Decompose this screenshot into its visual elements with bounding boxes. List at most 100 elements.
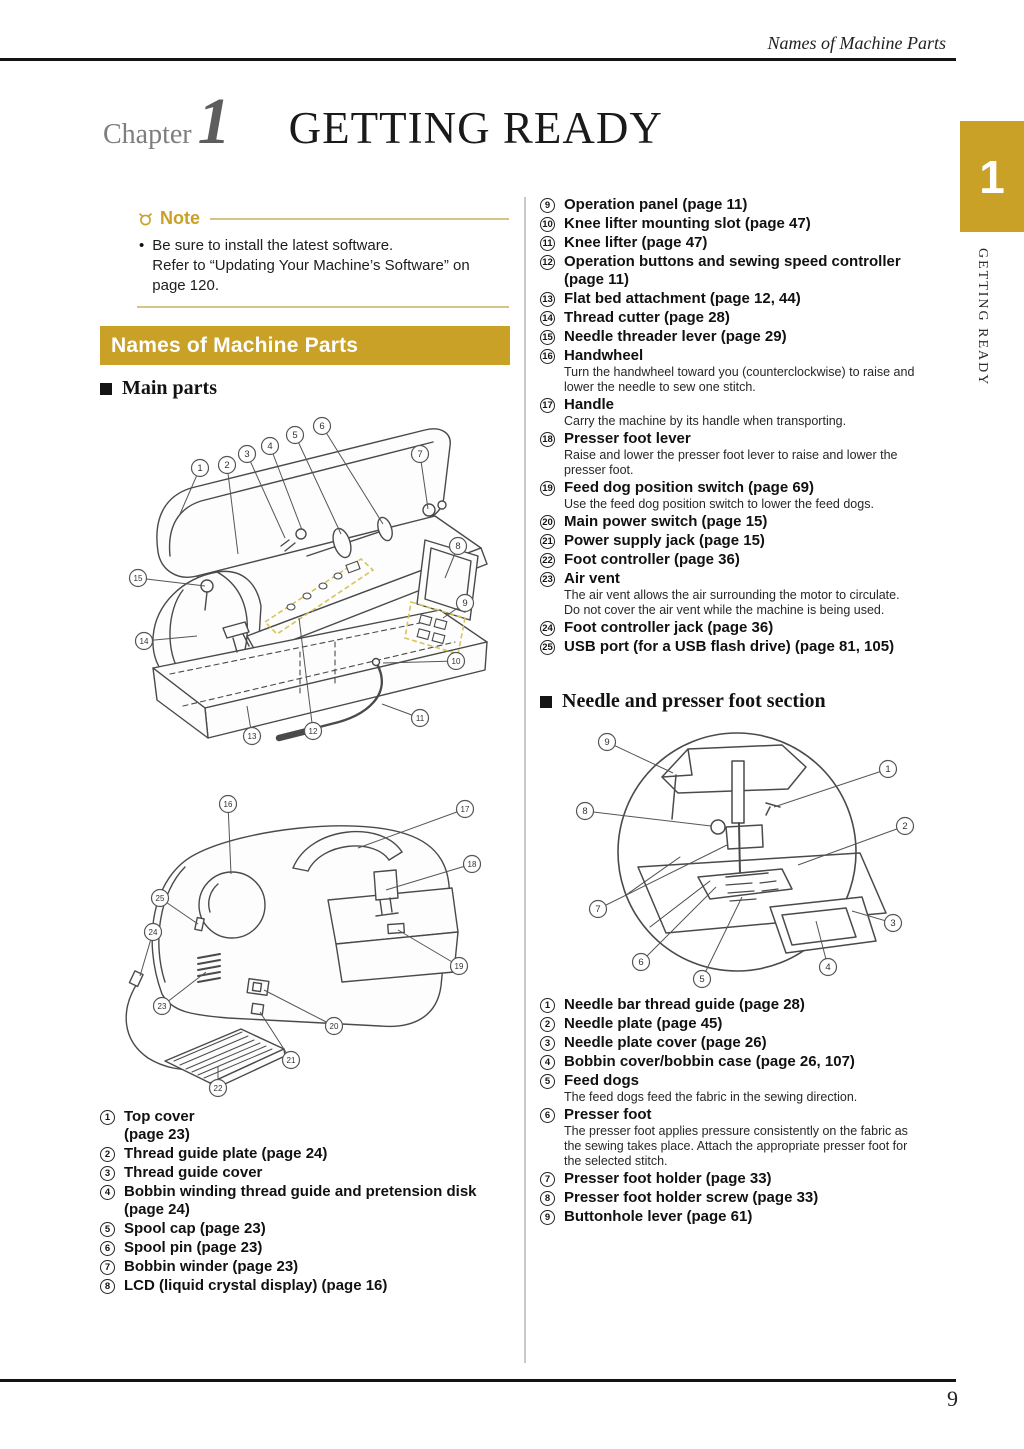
section-banner: Names of Machine Parts (100, 326, 510, 365)
part-description: Turn the handwheel toward you (countercl… (564, 365, 915, 394)
diagram-callout: 8 (575, 801, 595, 821)
diagram-callout: 23 (152, 996, 172, 1016)
diagram-callout: 9 (455, 593, 475, 613)
diagram-callout: 10 (446, 651, 466, 671)
part-name: Presser foot holder (page 33) (564, 1170, 772, 1187)
diagram-callout: 9 (597, 732, 617, 752)
diagram-callout: 25 (150, 888, 170, 908)
part-name: Thread guide plate (page 24) (124, 1145, 328, 1162)
diagram-callout: 19 (449, 956, 469, 976)
callout-number: 23 (540, 571, 555, 587)
callout-leader-line (226, 464, 239, 555)
svg-text:1: 1 (197, 463, 202, 474)
part-name: Presser foot (564, 1106, 652, 1123)
callout-number: 24 (540, 620, 555, 636)
callout-number: 9 (540, 1209, 555, 1225)
part-name: Operation buttons and sewing speed contr… (564, 253, 901, 288)
callout-number: 8 (540, 1190, 555, 1206)
part-name: Feed dog position switch (page 69) (564, 479, 815, 496)
square-bullet-icon (540, 695, 552, 708)
square-bullet-icon (100, 382, 112, 395)
svg-text:15: 15 (134, 574, 143, 583)
svg-text:4: 4 (825, 962, 830, 973)
callout-number: 11 (540, 235, 555, 251)
part-name: Foot controller jack (page 36) (564, 619, 774, 636)
part-name: Main power switch (page 15) (564, 513, 768, 530)
callout-number: 21 (540, 533, 555, 549)
callout-leader-line (385, 863, 473, 891)
part-description: Carry the machine by its handle when tra… (564, 414, 847, 428)
diagram-callout: 2 (895, 816, 915, 836)
diagram-callout: 20 (324, 1016, 344, 1036)
part-name: Bobbin winder (page 23) (124, 1258, 299, 1275)
part-name: Needle plate cover (page 26) (564, 1034, 767, 1051)
callout-number: 15 (540, 329, 555, 345)
list-item: 7 Presser foot holder (page 33) (540, 1170, 958, 1188)
part-name: Feed dogs (564, 1072, 640, 1089)
note-text: Be sure to install the latest software. … (152, 237, 470, 294)
svg-text:14: 14 (140, 637, 149, 646)
callout-number: 7 (540, 1171, 555, 1187)
callout-leader-line (701, 896, 743, 980)
chapter-tab: 1 (960, 121, 1024, 232)
note-title: Note (160, 208, 200, 228)
svg-text:9: 9 (462, 598, 467, 609)
svg-text:3: 3 (244, 449, 249, 460)
callout-number: 4 (540, 1054, 555, 1070)
svg-text:21: 21 (287, 1056, 296, 1065)
callout-leader-line (357, 808, 466, 849)
main-parts-heading-label: Main parts (122, 377, 217, 399)
callout-leader-line (263, 989, 335, 1027)
part-name: Needle plate (page 45) (564, 1015, 723, 1032)
part-name: Operation panel (page 11) (564, 196, 748, 213)
list-item: 24 Foot controller jack (page 36) (540, 619, 958, 637)
svg-text:12: 12 (309, 727, 318, 736)
part-name: Air vent (564, 570, 620, 587)
callout-number: 6 (100, 1240, 115, 1256)
svg-text:3: 3 (890, 918, 895, 929)
column-divider (524, 197, 526, 1363)
part-name: Bobbin cover/bobbin case (page 26, 107) (564, 1053, 855, 1070)
callout-number: 13 (540, 291, 555, 307)
callout-number: 3 (540, 1035, 555, 1051)
main-parts-heading: Main parts (100, 377, 217, 400)
callout-number: 2 (100, 1146, 115, 1162)
list-item: 2 Needle plate (page 45) (540, 1015, 958, 1033)
diagram-callout: 12 (303, 721, 323, 741)
diagram-callout: 18 (462, 854, 482, 874)
part-name: Presser foot lever (564, 430, 691, 447)
callout-leader-line (246, 453, 286, 539)
diagram-callout: 14 (134, 631, 154, 651)
part-name: Power supply jack (page 15) (564, 532, 765, 549)
svg-text:22: 22 (214, 1084, 223, 1093)
svg-text:23: 23 (158, 1002, 167, 1011)
diagram-callout: 21 (281, 1050, 301, 1070)
diagram-callout: 24 (143, 922, 163, 942)
running-header: Names of Machine Parts (767, 33, 946, 53)
svg-text:7: 7 (595, 904, 600, 915)
diagram-callout: 4 (818, 957, 838, 977)
svg-text:8: 8 (582, 806, 587, 817)
note-body: • Be sure to install the latest software… (137, 236, 509, 296)
callout-number: 2 (540, 1016, 555, 1032)
svg-text:5: 5 (699, 974, 704, 985)
section-banner-label: Names of Machine Parts (111, 333, 359, 357)
part-name: Foot controller (page 36) (564, 551, 740, 568)
part-description: The air vent allows the air surrounding … (564, 588, 900, 617)
diagram-callout: 1 (878, 759, 898, 779)
svg-text:7: 7 (417, 449, 422, 460)
